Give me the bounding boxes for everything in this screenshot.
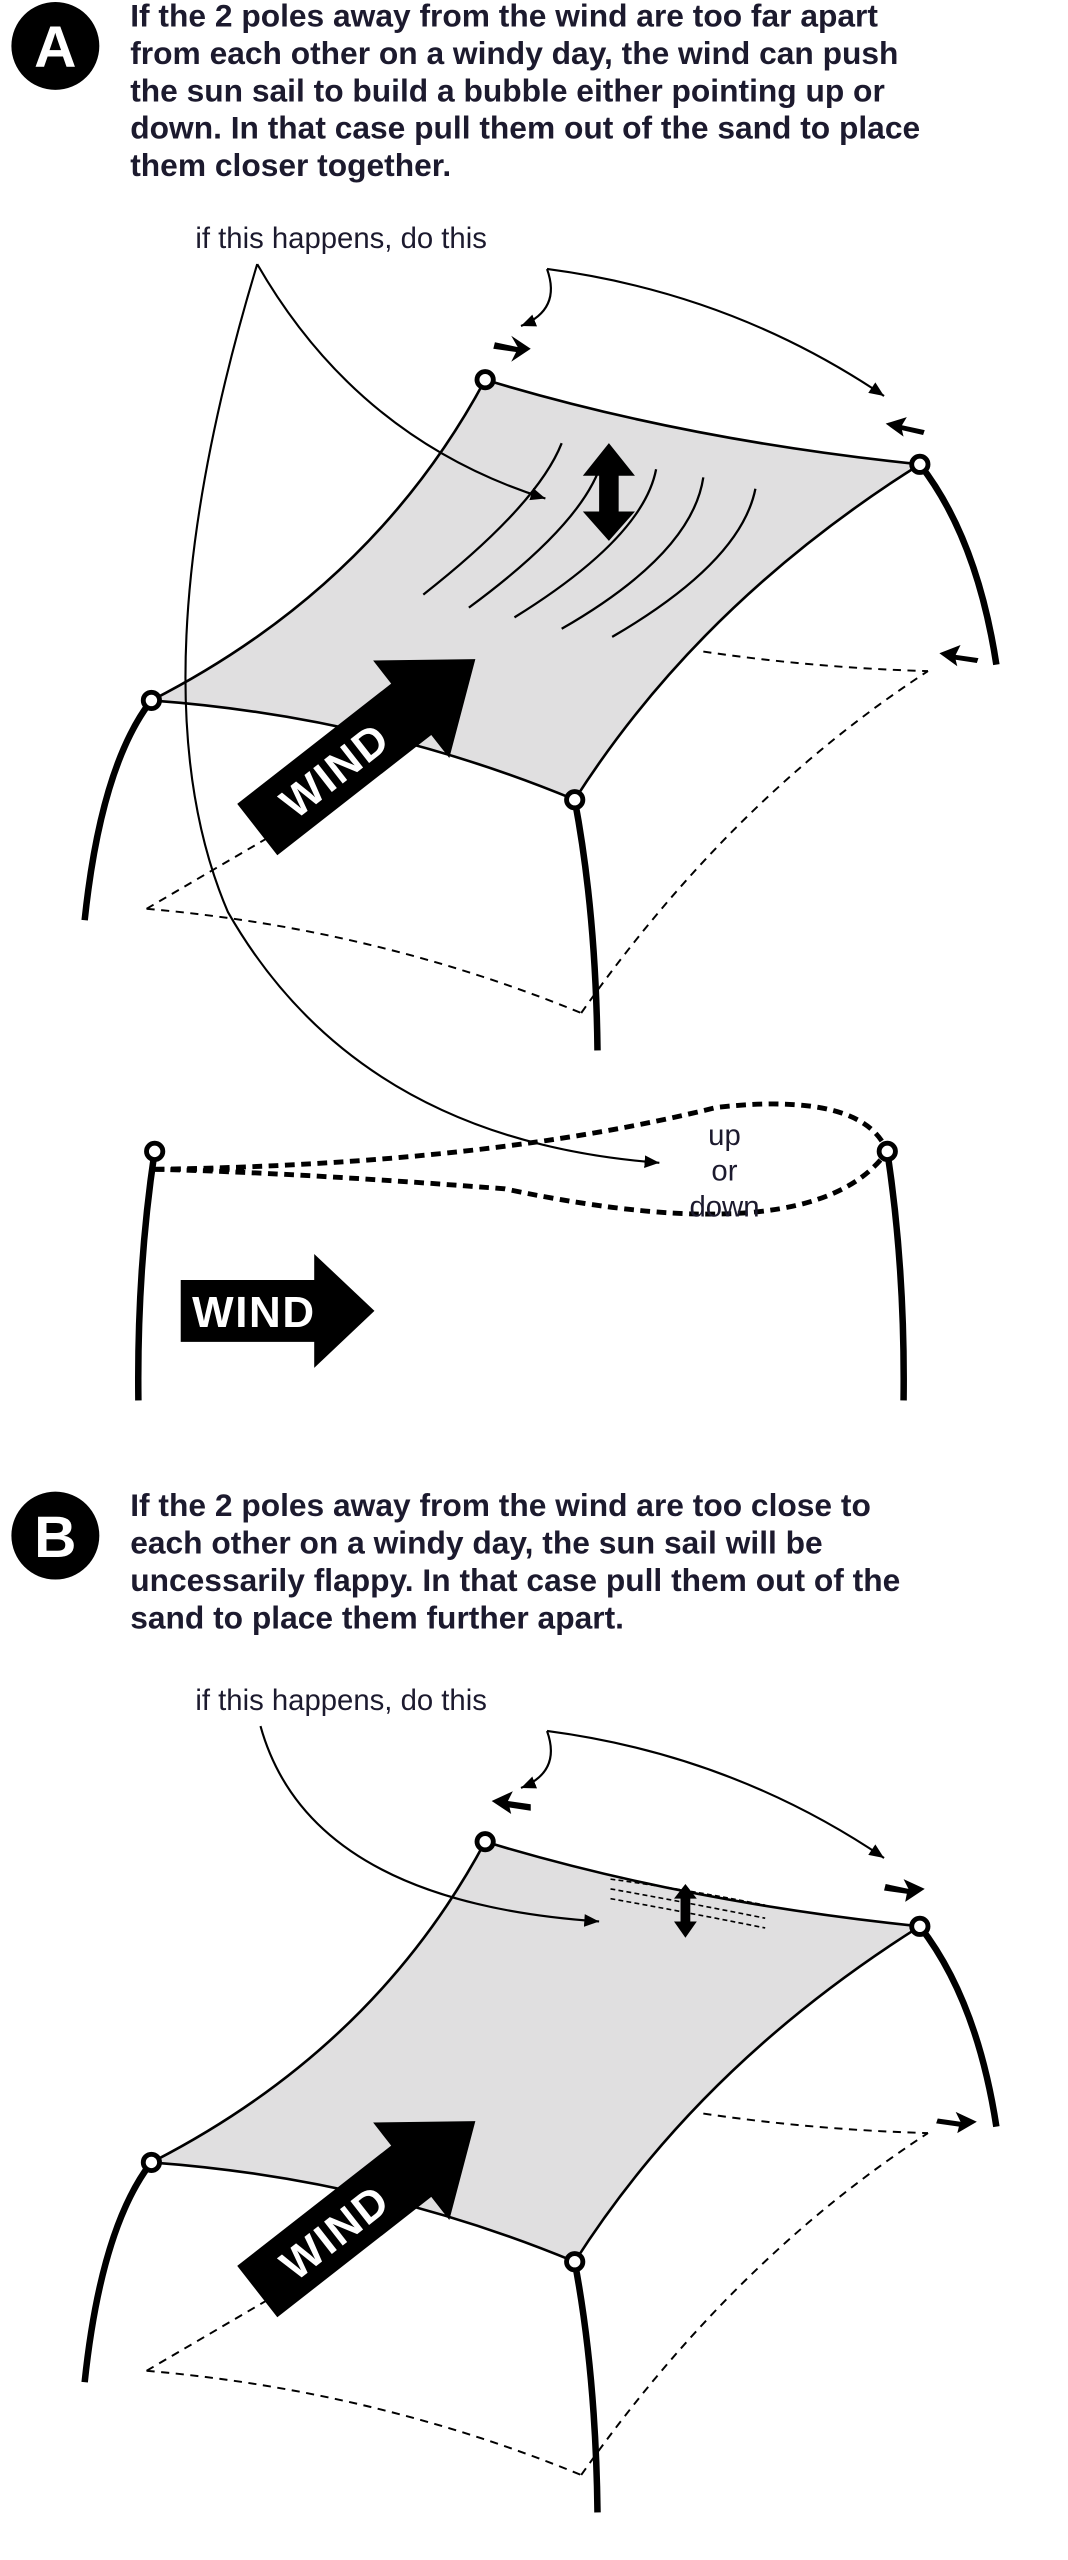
move-arrows-a bbox=[493, 335, 979, 667]
badge-a bbox=[11, 1, 100, 90]
side-wind-arrow: WIND bbox=[180, 1253, 375, 1368]
pole-rings-b bbox=[140, 1831, 931, 2273]
ground-outline-b bbox=[146, 2112, 929, 2476]
sun-sail-a bbox=[146, 378, 924, 802]
svg-text:down. In that case pull them o: down. In that case pull them out of the … bbox=[130, 110, 920, 146]
bubble-up-label: up bbox=[708, 1119, 741, 1152]
hint-arrows-b bbox=[259, 1725, 885, 1927]
hint-label-a: if this happens, do this bbox=[195, 222, 487, 255]
badge-b bbox=[11, 1491, 100, 1580]
section-b: B If the 2 poles away from the wind are … bbox=[11, 1487, 1000, 2513]
instruction-a: If the 2 poles away from the wind are to… bbox=[130, 0, 920, 183]
wrinkles-a bbox=[422, 442, 757, 638]
hint-label-b: if this happens, do this bbox=[195, 1684, 487, 1717]
flap-arrow-icon bbox=[674, 1884, 697, 1938]
move-arrows-b bbox=[491, 1791, 977, 2134]
svg-text:sand to place them further apa: sand to place them further apart. bbox=[130, 1599, 624, 1635]
svg-text:uncessarily flappy. In that ca: uncessarily flappy. In that case pull th… bbox=[130, 1562, 900, 1598]
badge-b-label: B bbox=[34, 1505, 76, 1570]
bubble-down-label: down bbox=[689, 1191, 759, 1224]
poles-b bbox=[81, 1924, 1000, 2513]
side-view-a: up or down WIND bbox=[135, 1101, 907, 1401]
svg-text:from each other on a windy day: from each other on a windy day, the wind… bbox=[130, 35, 898, 71]
bubble-or-label: or bbox=[711, 1155, 737, 1188]
svg-text:If the 2 poles away from the w: If the 2 poles away from the wind are to… bbox=[130, 1487, 871, 1523]
poles-a bbox=[81, 462, 1000, 1051]
hint-arrows-a bbox=[184, 263, 885, 1168]
svg-text:If the 2 poles away from the w: If the 2 poles away from the wind are to… bbox=[130, 0, 878, 33]
svg-text:the sun sail to build a bubble: the sun sail to build a bubble either po… bbox=[130, 72, 885, 108]
badge-a-label: A bbox=[34, 15, 76, 80]
svg-text:each other on a windy day, the: each other on a windy day, the sun sail … bbox=[130, 1525, 822, 1561]
sun-sail-b bbox=[146, 1840, 924, 2264]
svg-text:WIND: WIND bbox=[192, 1288, 316, 1337]
section-a: A If the 2 poles away from the wind are … bbox=[11, 0, 1000, 1401]
svg-text:them closer together.: them closer together. bbox=[130, 147, 451, 183]
pole-rings-a bbox=[140, 369, 931, 811]
instruction-b: If the 2 poles away from the wind are to… bbox=[130, 1487, 900, 1635]
up-down-arrow-icon bbox=[582, 443, 635, 541]
